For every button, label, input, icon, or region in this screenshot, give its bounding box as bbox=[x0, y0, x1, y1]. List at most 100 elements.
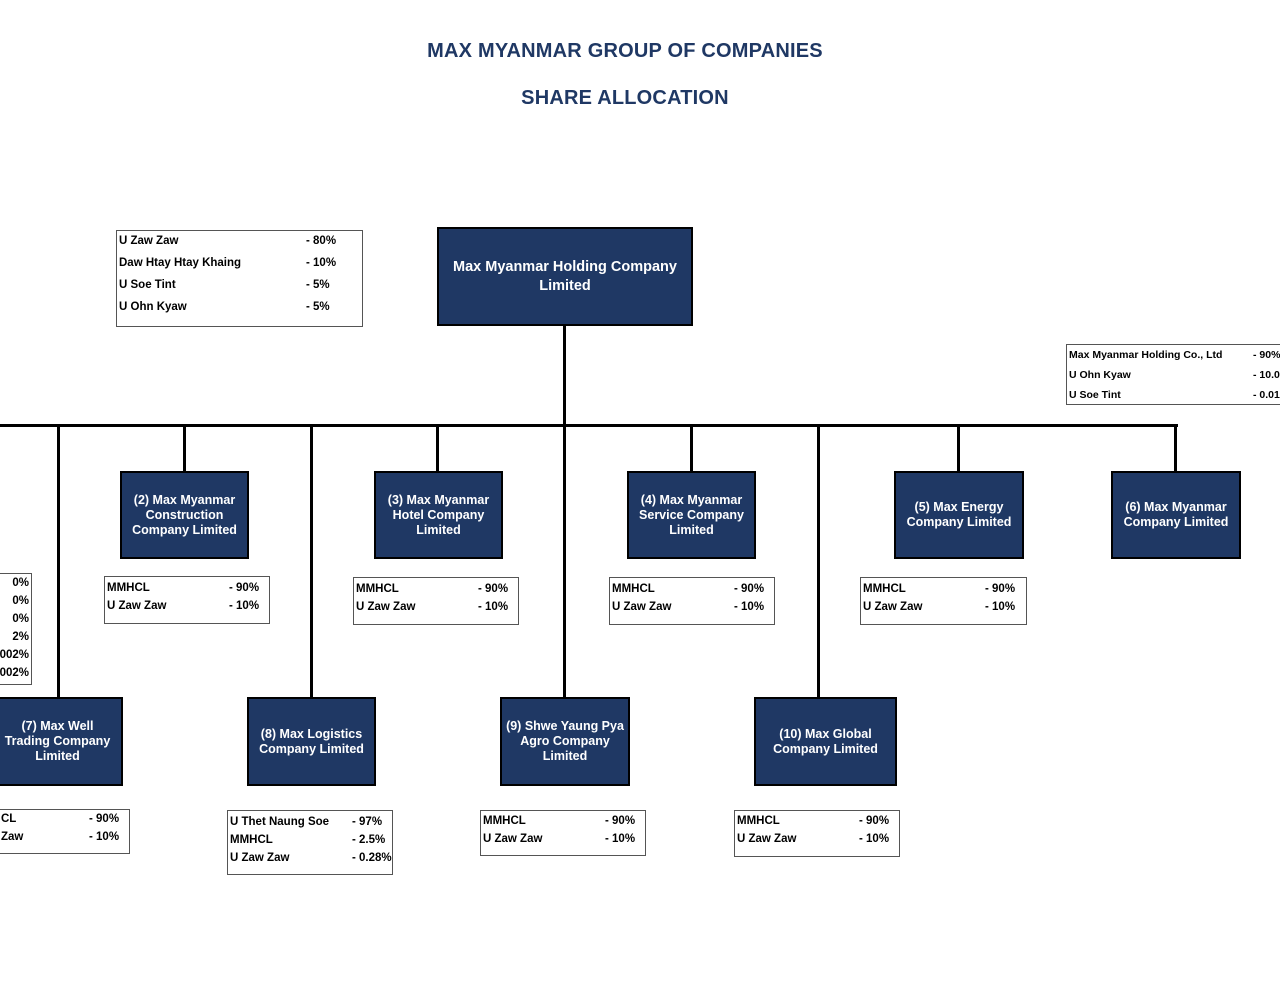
table-row: 2% bbox=[0, 631, 31, 649]
connector-company-5 bbox=[957, 424, 960, 472]
shareholder-name: U Soe Tint bbox=[119, 279, 176, 291]
company-box-9[interactable]: (9) Shwe Yaung Pya Agro Company Limited bbox=[500, 697, 630, 786]
table-row: U Zaw Zaw - 10% bbox=[861, 601, 1026, 619]
shareholder-name: Max Myanmar Holding Co., Ltd bbox=[1069, 349, 1223, 361]
company-3-shares-table: MMHCL - 90% U Zaw Zaw - 10% bbox=[353, 577, 519, 625]
company-9-shares-table: MMHCL - 90% U Zaw Zaw - 10% bbox=[480, 810, 646, 856]
shareholder-name: MMHCL bbox=[483, 815, 526, 827]
page-subtitle: SHARE ALLOCATION bbox=[521, 87, 729, 109]
shareholder-name: MMHCL bbox=[356, 583, 399, 595]
right-shareholders-table: Max Myanmar Holding Co., Ltd - 90% U Ohn… bbox=[1066, 344, 1280, 405]
shareholder-share: - 10% bbox=[985, 601, 1016, 613]
shareholder-share: 2% bbox=[12, 631, 29, 643]
holding-shareholders-table: U Zaw Zaw - 80% Daw Htay Htay Khaing - 1… bbox=[116, 230, 363, 327]
company-label: (8) Max Logistics Company Limited bbox=[259, 726, 364, 756]
company-box-10[interactable]: (10) Max Global Company Limited bbox=[754, 697, 897, 786]
shareholder-share: - 10% bbox=[478, 601, 509, 613]
shareholder-name: U Zaw Zaw bbox=[612, 601, 672, 613]
company-label: (9) Shwe Yaung Pya Agro Company Limited bbox=[506, 719, 624, 763]
company-8-shares-table: U Thet Naung Soe - 97% MMHCL - 2.5% U Za… bbox=[227, 810, 393, 875]
shareholder-share: - 97% bbox=[352, 816, 383, 828]
company-7-shares-table: CL - 90% Zaw - 10% bbox=[0, 809, 130, 854]
company-box-5[interactable]: (5) Max Energy Company Limited bbox=[894, 471, 1024, 559]
shareholder-name: Daw Htay Htay Khaing bbox=[119, 257, 242, 269]
table-row: 002% bbox=[0, 649, 31, 667]
table-row: U Soe Tint - 5% bbox=[117, 279, 362, 297]
table-row: MMHCL - 90% bbox=[105, 582, 269, 600]
table-row: MMHCL - 2.5% bbox=[228, 834, 392, 852]
shareholder-share: - 90% bbox=[229, 582, 260, 594]
table-row: CL - 90% bbox=[0, 813, 129, 831]
table-row: U Zaw Zaw - 10% bbox=[354, 601, 518, 619]
table-row: MMHCL - 90% bbox=[861, 583, 1026, 601]
shareholder-share: - 10% bbox=[859, 833, 890, 845]
shareholder-share: - 90% bbox=[1253, 349, 1280, 361]
company-2-shares-table: MMHCL - 90% U Zaw Zaw - 10% bbox=[104, 576, 270, 624]
table-row: MMHCL - 90% bbox=[354, 583, 518, 601]
table-row: 0% bbox=[0, 577, 31, 595]
shareholder-share: - 90% bbox=[605, 815, 636, 827]
holding-company-name: Max Myanmar Holding Company Limited bbox=[453, 258, 677, 294]
shareholder-name: MMHCL bbox=[612, 583, 655, 595]
company-label: (6) Max Myanmar Company Limited bbox=[1123, 500, 1229, 529]
company-label: (7) Max Well Trading Company Limited bbox=[4, 719, 111, 763]
shareholder-share: - 10% bbox=[734, 601, 765, 613]
company-box-7[interactable]: (7) Max Well Trading Company Limited bbox=[0, 697, 123, 786]
shareholder-name: Zaw bbox=[1, 831, 24, 843]
table-row: Max Myanmar Holding Co., Ltd - 90% bbox=[1067, 349, 1280, 367]
table-row: U Ohn Kyaw - 10.0 bbox=[1067, 369, 1280, 387]
company-box-2[interactable]: (2) Max Myanmar Construction Company Lim… bbox=[120, 471, 249, 559]
shareholder-name: CL bbox=[1, 813, 17, 825]
table-row: 002% bbox=[0, 667, 31, 684]
connector-company-3 bbox=[436, 424, 439, 472]
shareholder-name: U Zaw Zaw bbox=[230, 852, 290, 864]
connector-company-4 bbox=[690, 424, 693, 472]
table-row: MMHCL - 90% bbox=[481, 815, 645, 833]
shareholder-share: - 10% bbox=[306, 257, 337, 269]
connector-company-2 bbox=[183, 424, 186, 472]
company-box-6[interactable]: (6) Max Myanmar Company Limited bbox=[1111, 471, 1241, 559]
shareholder-name: U Zaw Zaw bbox=[356, 601, 416, 613]
connector-bus bbox=[0, 424, 1178, 427]
table-row: U Zaw Zaw - 0.28% bbox=[228, 852, 392, 870]
connector-company-10 bbox=[817, 424, 820, 698]
holding-company-box[interactable]: Max Myanmar Holding Company Limited bbox=[437, 227, 693, 326]
company-10-shares-table: MMHCL - 90% U Zaw Zaw - 10% bbox=[734, 810, 900, 857]
shareholder-share: 0% bbox=[12, 613, 29, 625]
company-label: (2) Max Myanmar Construction Company Lim… bbox=[132, 492, 237, 537]
shareholder-name: MMHCL bbox=[230, 834, 273, 846]
shareholder-share: - 10.0 bbox=[1253, 369, 1280, 381]
shareholder-share: - 90% bbox=[859, 815, 890, 827]
company-box-3[interactable]: (3) Max Myanmar Hotel Company Limited bbox=[374, 471, 503, 559]
table-row: U Zaw Zaw - 10% bbox=[735, 833, 899, 851]
shareholder-name: MMHCL bbox=[737, 815, 780, 827]
shareholder-share: - 0.28% bbox=[352, 852, 392, 864]
shareholder-share: 0% bbox=[12, 595, 29, 607]
shareholder-share: - 5% bbox=[306, 301, 330, 313]
shareholder-share: - 2.5% bbox=[352, 834, 386, 846]
connector-company-7 bbox=[57, 424, 60, 698]
connector-company-6 bbox=[1174, 424, 1177, 472]
table-row: 0% bbox=[0, 595, 31, 613]
table-row: 0% bbox=[0, 613, 31, 631]
company-label: (10) Max Global Company Limited bbox=[773, 726, 878, 756]
page-title: MAX MYANMAR GROUP OF COMPANIES bbox=[427, 40, 823, 62]
table-row: U Zaw Zaw - 10% bbox=[610, 601, 774, 619]
shareholder-share: - 0.01 bbox=[1253, 389, 1280, 401]
table-row: U Thet Naung Soe - 97% bbox=[228, 816, 392, 834]
company-box-4[interactable]: (4) Max Myanmar Service Company Limited bbox=[627, 471, 756, 559]
shareholder-share: 002% bbox=[0, 649, 29, 661]
shareholder-share: - 80% bbox=[306, 235, 337, 247]
company-box-8[interactable]: (8) Max Logistics Company Limited bbox=[247, 697, 376, 786]
shareholder-name: U Zaw Zaw bbox=[863, 601, 923, 613]
company-label: (3) Max Myanmar Hotel Company Limited bbox=[387, 492, 490, 537]
shareholder-share: - 10% bbox=[605, 833, 636, 845]
table-row: U Ohn Kyaw - 5% bbox=[117, 301, 362, 319]
shareholder-name: U Zaw Zaw bbox=[737, 833, 797, 845]
company-5-shares-table: MMHCL - 90% U Zaw Zaw - 10% bbox=[860, 577, 1027, 625]
company-label: (5) Max Energy Company Limited bbox=[906, 500, 1012, 529]
connector-holding-to-bus bbox=[563, 325, 566, 426]
shareholder-share: - 10% bbox=[229, 600, 260, 612]
table-row: U Zaw Zaw - 80% bbox=[117, 235, 362, 253]
company-label: (4) Max Myanmar Service Company Limited bbox=[639, 492, 744, 537]
